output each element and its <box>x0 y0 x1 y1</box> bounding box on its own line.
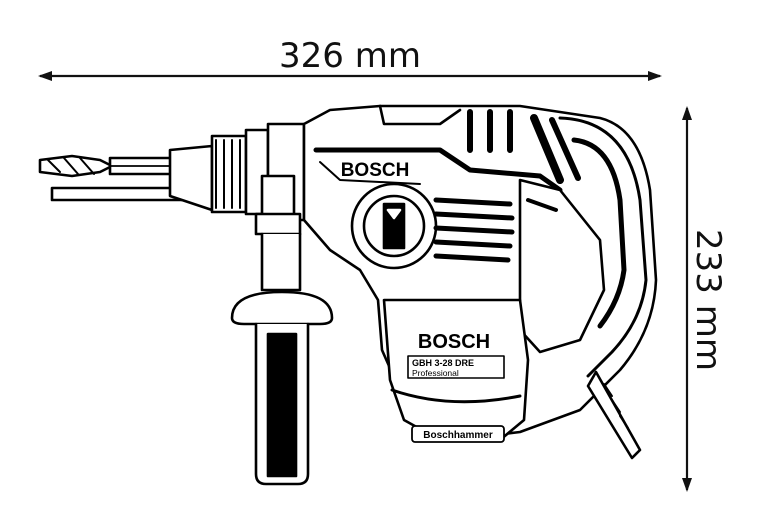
brand-top-label: BOSCH <box>341 160 410 181</box>
housing <box>302 104 658 460</box>
height-dimension: 233 mm <box>682 106 728 492</box>
model-label-box <box>407 355 505 379</box>
rotary-hammer-illustration: BOSCH BOSCH GBH 3-28 DRE Professional Bo… <box>38 104 658 486</box>
nameplate-box <box>411 425 505 443</box>
width-dimension: 326 mm <box>38 36 662 81</box>
model-label: GBH 3-28 DRE <box>412 358 474 368</box>
brand-body-label: BOSCH <box>418 331 490 353</box>
drill-bit <box>38 154 176 178</box>
auxiliary-handle <box>230 174 334 486</box>
width-dimension-label: 326 mm <box>279 36 421 76</box>
nameplate-label: Boschhammer <box>423 430 493 441</box>
height-dimension-label: 233 mm <box>688 229 728 371</box>
line-label: Professional <box>412 368 459 378</box>
